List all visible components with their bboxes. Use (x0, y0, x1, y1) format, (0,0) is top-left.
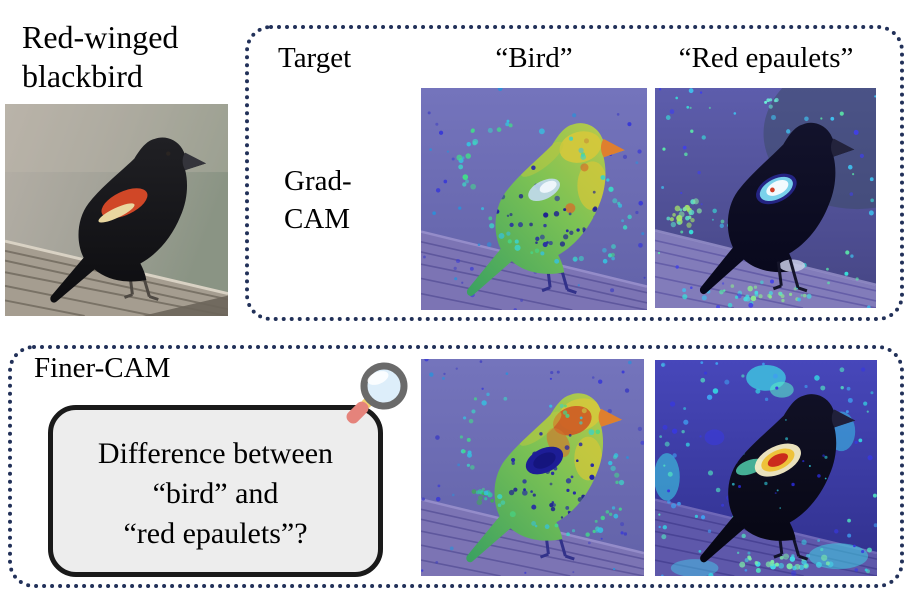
gradcam-bird-heatmap (421, 88, 647, 310)
gradcam-panel-box (245, 25, 904, 321)
finercam-panel-box (8, 345, 904, 588)
photo-label: Red-winged blackbird (22, 18, 178, 96)
photo-label-line2: blackbird (22, 58, 143, 94)
finercam-epaulets-heatmap (655, 360, 877, 576)
question-line2: “bird” and (152, 477, 279, 510)
finercam-bird-heatmap (421, 359, 644, 576)
question-line3: “red epaulets”? (123, 517, 308, 550)
gradcam-epaulets-heatmap (655, 88, 876, 308)
target-header: Target (278, 42, 352, 74)
gradcam-method-label: Grad- CAM (284, 165, 352, 235)
source-photo (5, 104, 228, 316)
photo-label-line1: Red-winged (22, 19, 179, 55)
epaulets-column-header: “Red epaulets” (678, 42, 854, 74)
magnifier-icon (346, 362, 408, 424)
question-bubble: Difference between “bird” and “red epaul… (48, 405, 383, 577)
bird-column-header: “Bird” (495, 42, 573, 74)
magnifier-handle (346, 401, 369, 424)
question-line1: Difference between (97, 437, 334, 470)
finercam-method-label: Finer-CAM (34, 352, 171, 384)
